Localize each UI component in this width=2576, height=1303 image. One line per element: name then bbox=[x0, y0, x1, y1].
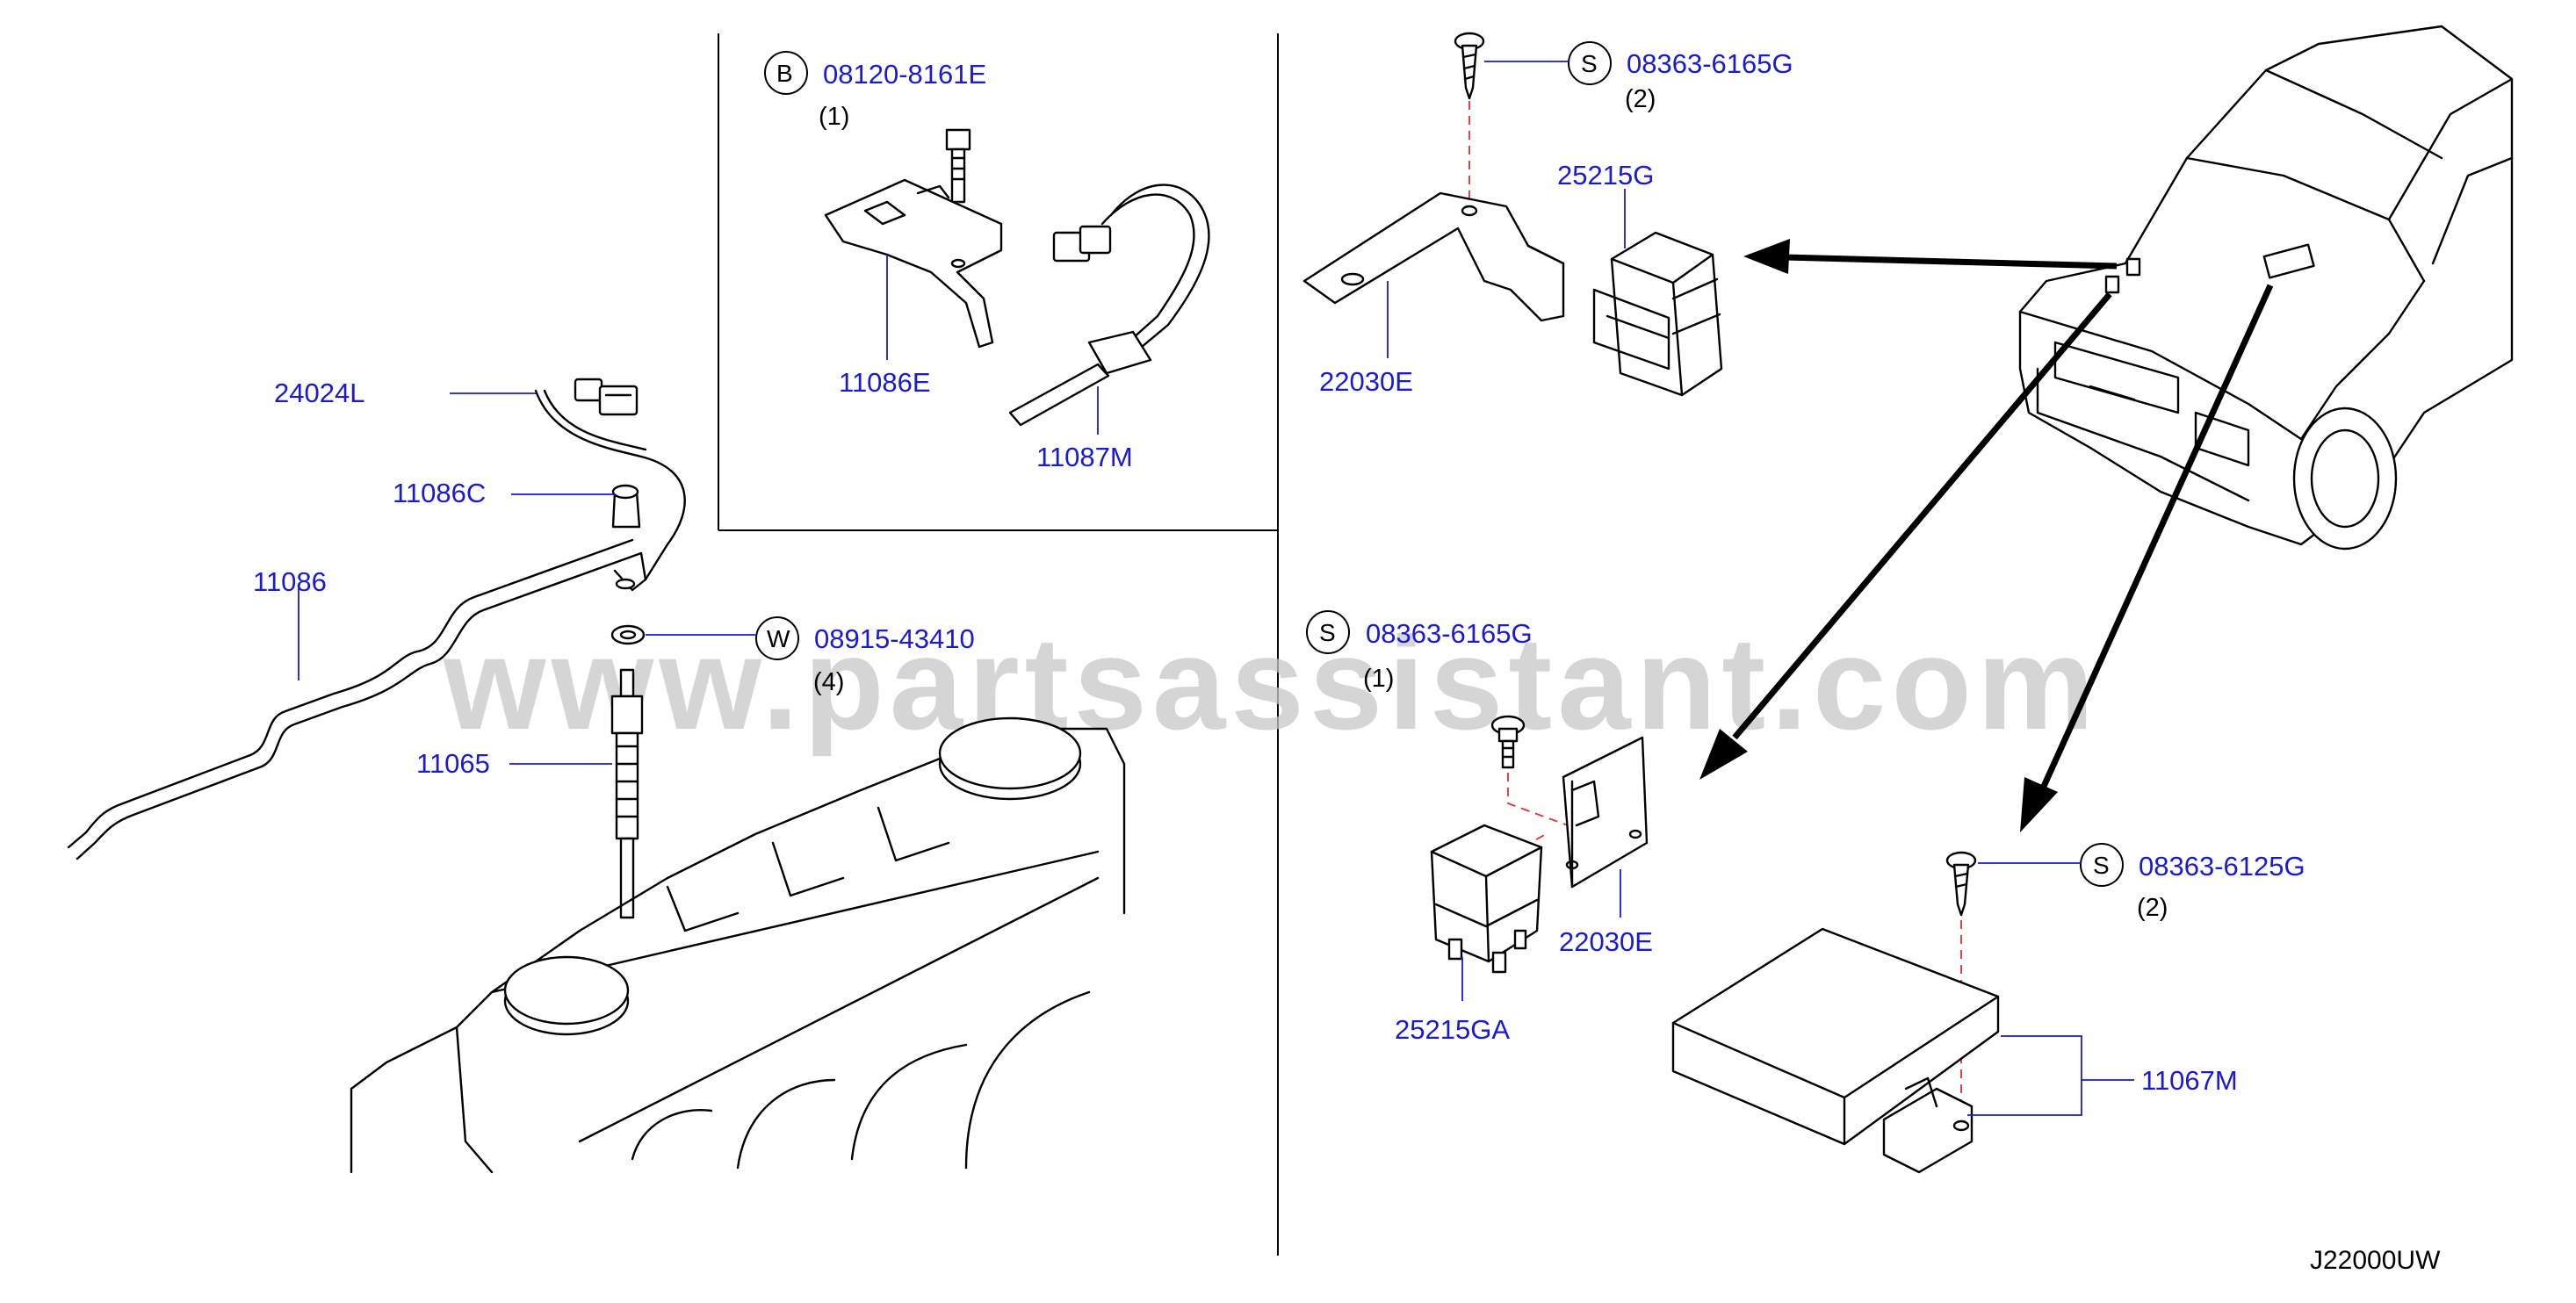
leader-11067m bbox=[1967, 1035, 2134, 1116]
grommet-11086c-illustration bbox=[611, 484, 641, 529]
relay-bracket-top-illustration bbox=[1302, 191, 1565, 322]
w-callout: W bbox=[755, 616, 799, 660]
left-leader-lines bbox=[298, 392, 755, 765]
part-number-08120-8161e[interactable]: 08120-8161E bbox=[823, 59, 986, 90]
quantity-08915-43410: (4) bbox=[813, 668, 844, 696]
arrow-head-relay-top bbox=[1743, 239, 1790, 274]
relay-bracket-mid-illustration bbox=[1562, 736, 1649, 889]
temperature-sensor-11087m-illustration bbox=[1008, 184, 1210, 427]
relay-25215ga-illustration bbox=[1430, 824, 1543, 974]
panel-dividers bbox=[718, 33, 1279, 1256]
control-unit-11067m-illustration bbox=[1671, 927, 2000, 1174]
s-callout-bottom: S bbox=[2080, 843, 2124, 887]
part-number-08363-6125g[interactable]: 08363-6125G bbox=[2139, 851, 2305, 882]
part-number-11087m[interactable]: 11087M bbox=[1036, 442, 1133, 472]
quantity-08363-6165g-mid: (1) bbox=[1363, 665, 1394, 693]
screw-top-illustration bbox=[1454, 32, 1485, 100]
part-number-11086e[interactable]: 11086E bbox=[839, 367, 931, 398]
bracket-11086e-illustration bbox=[824, 178, 1003, 349]
part-number-22030e-top[interactable]: 22030E bbox=[1319, 366, 1413, 397]
part-number-22030e-mid[interactable]: 22030E bbox=[1559, 926, 1653, 957]
location-arrows bbox=[1699, 239, 2274, 832]
washer-inner-illustration bbox=[619, 630, 637, 640]
screw-mid-guide bbox=[1507, 773, 1573, 866]
washer-illustration bbox=[610, 624, 646, 645]
b-callout: B bbox=[764, 51, 808, 95]
part-number-11065[interactable]: 11065 bbox=[416, 748, 490, 779]
part-number-08363-6165g-top[interactable]: 08363-6165G bbox=[1627, 48, 1793, 79]
s-callout-top-letter: S bbox=[1581, 50, 1598, 77]
glow-plug-bus-bar-illustration bbox=[67, 538, 647, 860]
w-callout-letter: W bbox=[767, 625, 790, 652]
quantity-08363-6125g: (2) bbox=[2137, 894, 2168, 922]
engine-head-illustration bbox=[350, 716, 1126, 1174]
part-number-25215ga[interactable]: 25215GA bbox=[1395, 1014, 1510, 1045]
part-number-25215g[interactable]: 25215G bbox=[1557, 160, 1654, 191]
part-number-08915-43410[interactable]: 08915-43410 bbox=[814, 623, 975, 654]
diagram-code: J22000UW bbox=[2310, 1246, 2441, 1275]
part-number-11086[interactable]: 11086 bbox=[253, 566, 327, 597]
s-callout-top: S bbox=[1568, 41, 1612, 85]
vehicle-illustration bbox=[2018, 25, 2514, 551]
s-callout-bottom-letter: S bbox=[2093, 852, 2110, 879]
part-number-11067m[interactable]: 11067M bbox=[2141, 1065, 2238, 1096]
watermark: www.partsassistant.com bbox=[443, 609, 2099, 757]
inset-leader-lines bbox=[886, 255, 1099, 435]
arrow-head-control-unit bbox=[2020, 777, 2058, 832]
quantity-08363-6165g-top: (2) bbox=[1625, 85, 1656, 113]
part-number-08363-6165g-mid[interactable]: 08363-6165G bbox=[1366, 618, 1533, 649]
part-number-24024l[interactable]: 24024L bbox=[274, 378, 364, 408]
glow-plug-harness-illustration bbox=[534, 378, 686, 581]
screw-mid-illustration bbox=[1490, 715, 1526, 769]
quantity-08120-8161e: (1) bbox=[819, 103, 849, 131]
arrow-head-relay-mid bbox=[1699, 729, 1748, 780]
glow-plug-illustration bbox=[610, 668, 644, 919]
s-callout-mid-letter: S bbox=[1319, 619, 1336, 646]
part-number-11086c[interactable]: 11086C bbox=[393, 478, 486, 508]
relay-25215g-illustration bbox=[1592, 231, 1723, 397]
s-callout-mid: S bbox=[1306, 610, 1350, 654]
bolt-08120-illustration bbox=[945, 128, 971, 204]
screw-bottom-illustration bbox=[1945, 851, 1977, 917]
b-callout-letter: B bbox=[776, 60, 793, 87]
